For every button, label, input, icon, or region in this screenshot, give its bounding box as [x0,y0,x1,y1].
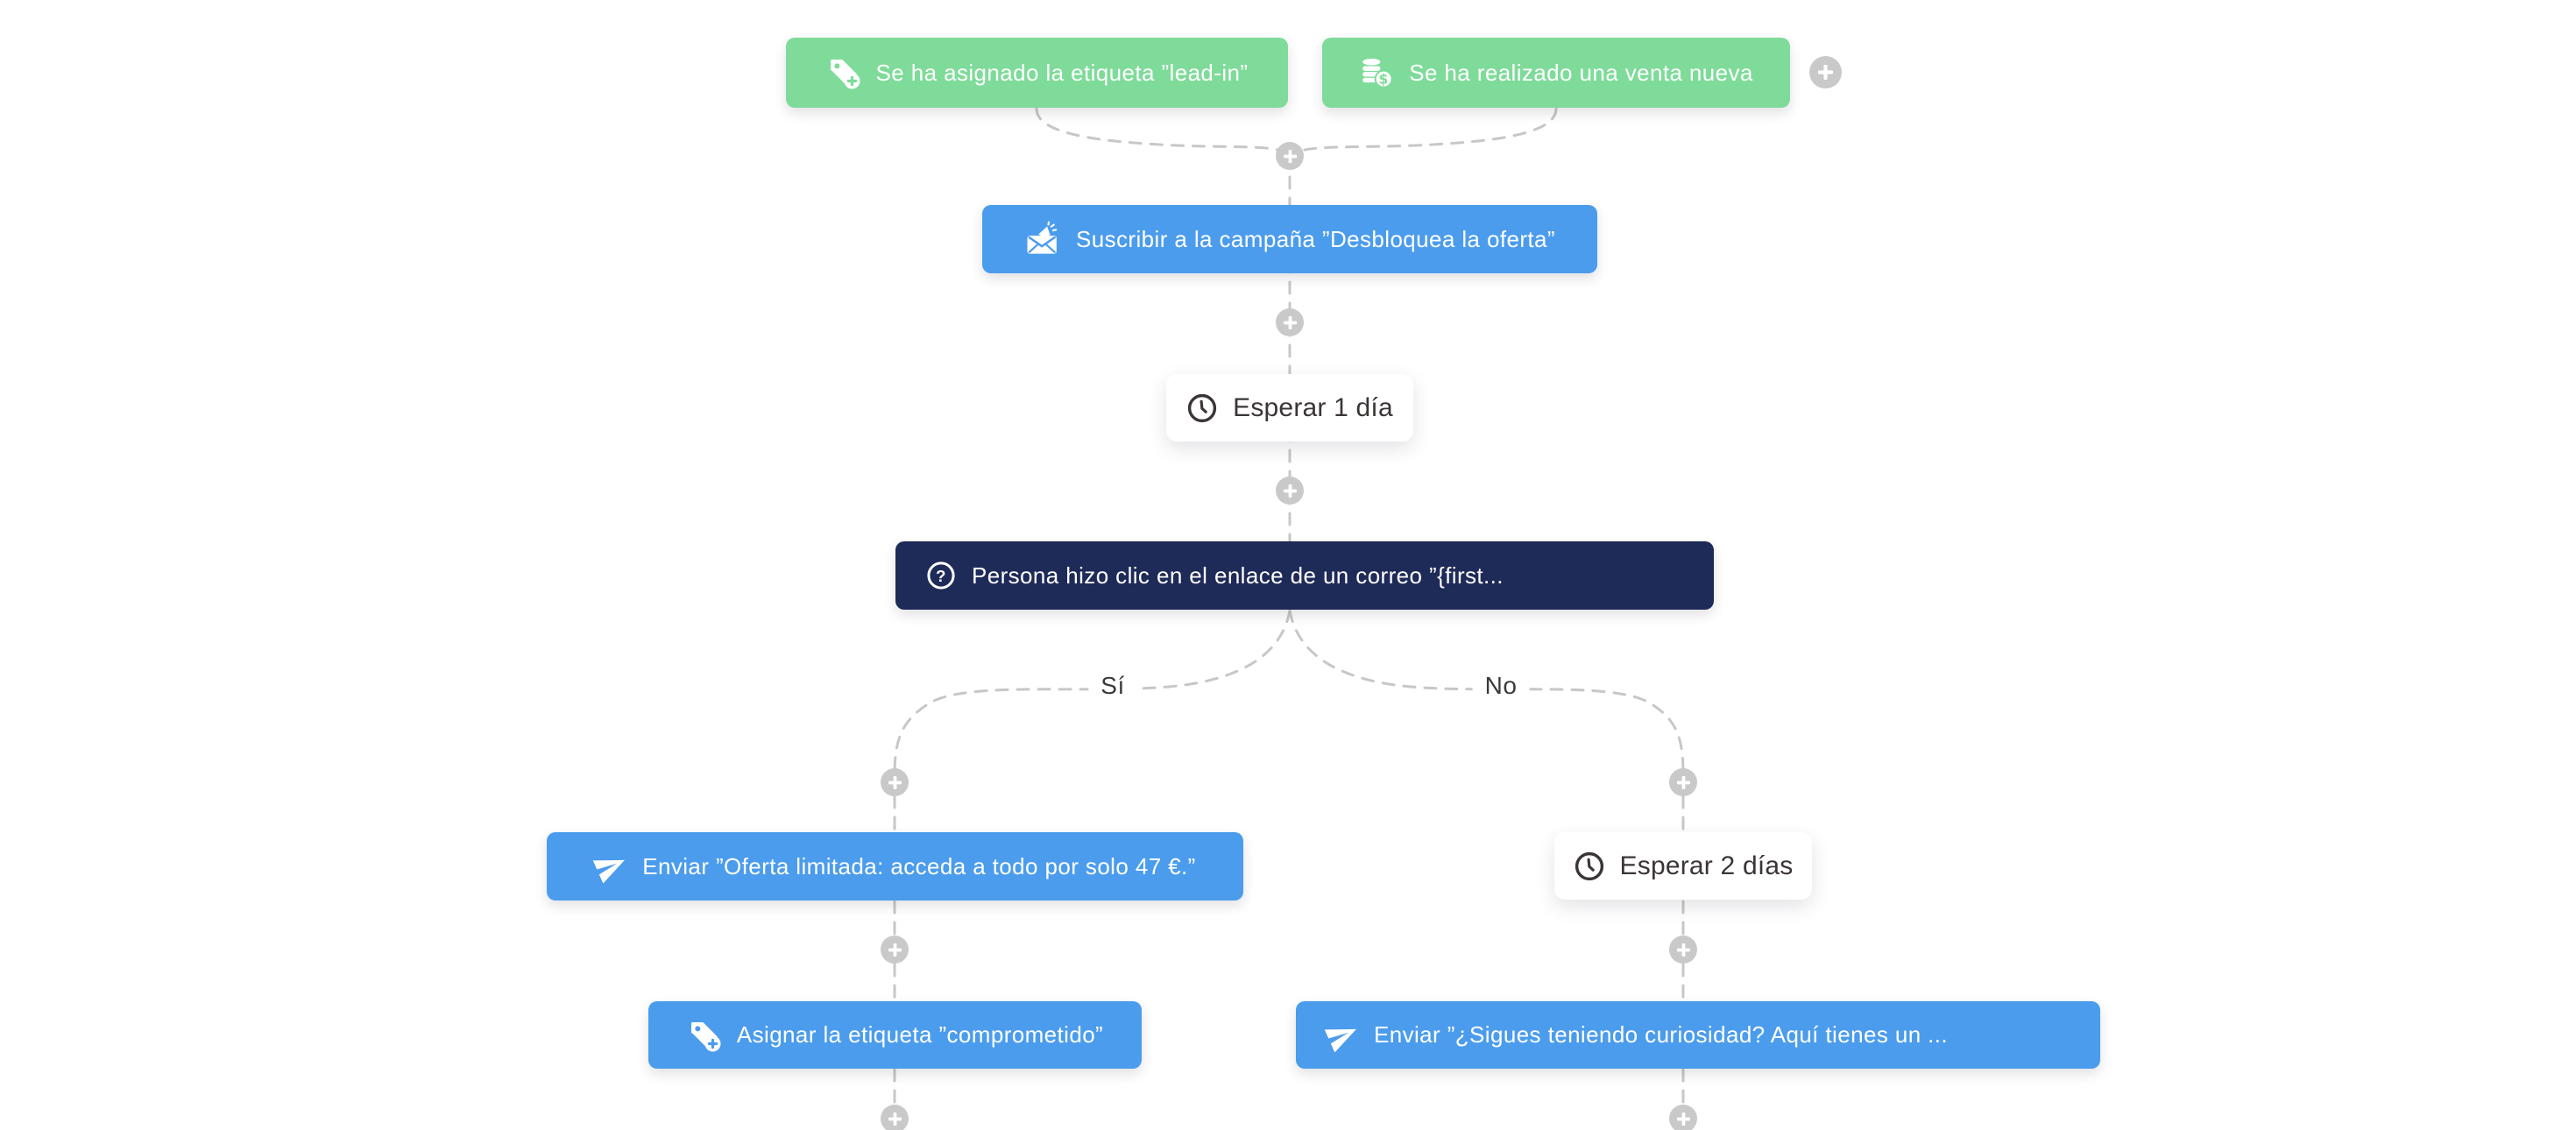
condition-node-link-click[interactable]: ? Persona hizo clic en el enlace de un c… [895,541,1714,610]
plus-icon [888,1112,902,1126]
send-icon [593,850,627,884]
plus-icon [1676,1112,1690,1126]
add-step-button[interactable] [1276,308,1304,336]
plus-icon [888,775,902,789]
trigger-node-new-sale[interactable]: $ Se ha realizado una venta nueva [1322,38,1790,108]
clock-icon [1186,392,1218,424]
clock-icon [1574,851,1605,882]
action-node-subscribe-campaign[interactable]: Suscribir a la campaña ”Desbloquea la of… [982,205,1597,273]
node-label: Persona hizo clic en el enlace de un cor… [972,561,1504,589]
add-step-button[interactable] [1276,477,1304,505]
add-step-button[interactable] [1669,768,1697,796]
node-label: Se ha realizado una venta nueva [1409,59,1753,86]
coins-icon: $ [1359,55,1394,90]
node-label: Asignar la etiqueta ”comprometido” [736,1021,1104,1048]
connector-trigger1-to-join [1035,107,1290,156]
delay-node-wait-2-days[interactable]: Esperar 2 días [1554,832,1812,900]
svg-text:?: ? [936,567,946,585]
campaign-email-icon [1024,221,1061,257]
branch-label-yes: Sí [1088,669,1137,703]
connector-trigger2-to-join [1290,107,1558,156]
node-label: Se ha asignado la etiqueta ”lead-in” [875,59,1249,86]
svg-text:$: $ [1379,71,1390,88]
plus-icon [888,943,902,957]
action-node-send-followup-email[interactable]: Enviar ”¿Sigues teniendo curiosidad? Aqu… [1296,1001,2100,1069]
tag-plus-icon [826,55,861,90]
send-icon [1324,1019,1359,1052]
add-step-button[interactable] [881,1105,909,1130]
node-label: Enviar ”¿Sigues teniendo curiosidad? Aqu… [1374,1021,1949,1048]
tag-plus-icon [687,1018,722,1053]
add-step-button[interactable] [881,768,909,796]
plus-icon [1676,943,1690,957]
node-label: Esperar 1 día [1233,392,1393,422]
plus-icon [1283,315,1297,329]
add-step-button[interactable] [1669,936,1697,964]
add-step-button[interactable] [881,936,909,964]
node-label: Enviar ”Oferta limitada: acceda a todo p… [642,852,1196,879]
add-step-button[interactable] [1276,142,1304,170]
plus-icon [1818,65,1833,80]
branch-label-no: No [1472,669,1530,703]
trigger-node-tag-assigned[interactable]: Se ha asignado la etiqueta ”lead-in” [786,38,1288,108]
question-circle-icon: ? [925,560,957,591]
action-node-assign-tag[interactable]: Asignar la etiqueta ”comprometido” [648,1001,1142,1069]
plus-icon [1676,775,1690,789]
action-node-send-offer-email[interactable]: Enviar ”Oferta limitada: acceda a todo p… [547,832,1243,900]
delay-node-wait-1-day[interactable]: Esperar 1 día [1166,374,1413,441]
plus-icon [1283,484,1297,498]
node-label: Suscribir a la campaña ”Desbloquea la of… [1076,225,1555,252]
node-label: Esperar 2 días [1619,851,1794,880]
add-step-button[interactable] [1669,1105,1697,1130]
add-trigger-button[interactable] [1809,56,1842,88]
plus-icon [1283,149,1297,163]
